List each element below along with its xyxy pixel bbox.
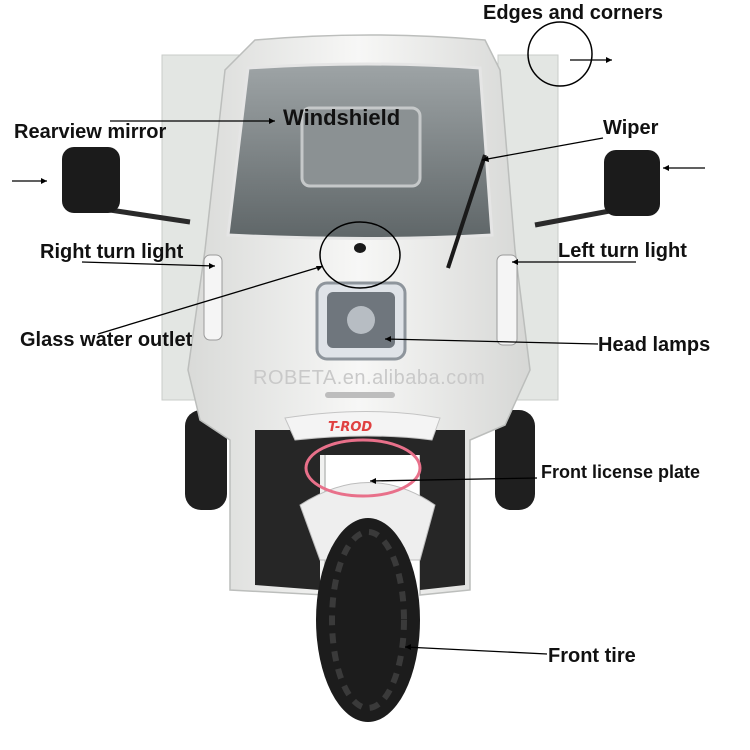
turn-light-left (496, 254, 518, 346)
rear-wheel-left (185, 410, 227, 510)
label-rearview-mirror: Rearview mirror (14, 121, 167, 143)
highlight-license-plate (304, 438, 422, 498)
rear-wheel-right (495, 410, 535, 510)
mirror-arm-right (534, 207, 616, 228)
label-wiper: Wiper (603, 117, 659, 139)
front-tire-shape (316, 518, 420, 722)
front-vent (325, 392, 395, 398)
callout-license-plate (369, 477, 538, 482)
callout-front-tire (404, 646, 548, 655)
headlamp-bulb (347, 306, 375, 334)
wiper-arm (446, 154, 487, 269)
turn-light-right (203, 254, 223, 341)
front-tire-tread (329, 529, 407, 711)
label-head-lamps: Head lamps (598, 334, 711, 356)
callout-lines (12, 59, 705, 655)
highlight-water-outlet (319, 221, 401, 289)
label-edges-corners: Edges and corners (483, 2, 664, 24)
label-glass-water-outlet: Glass water outlet (20, 329, 193, 351)
arrowheads (41, 57, 669, 650)
callout-water-outlet (97, 265, 324, 335)
vehicle-logo: T-ROD (328, 420, 373, 435)
label-windshield: Windshield (283, 105, 401, 130)
highlight-edges-corners (527, 21, 593, 87)
label-front-license-plate: Front license plate (541, 462, 701, 482)
water-outlet-nozzle (354, 243, 366, 253)
rear-window (300, 106, 422, 188)
label-left-turn-light: Left turn light (558, 240, 687, 262)
watermark-text: ROBETA.en.alibaba.com (253, 367, 486, 389)
front-fender-bar (284, 411, 441, 441)
mirror-arm-left (109, 207, 191, 225)
label-front-tire: Front tire (548, 645, 636, 667)
callout-wiper (481, 137, 604, 161)
callout-right-turn (81, 261, 216, 267)
callout-head-lamps (384, 338, 599, 345)
mirror-right (604, 150, 660, 216)
label-right-turn-light: Right turn light (40, 241, 184, 263)
mirror-left (62, 147, 120, 213)
